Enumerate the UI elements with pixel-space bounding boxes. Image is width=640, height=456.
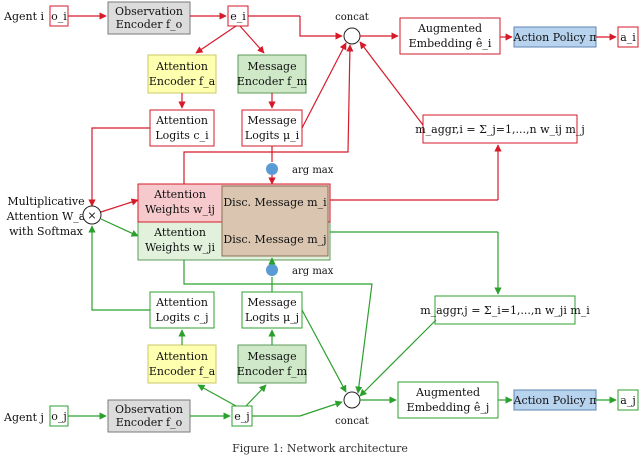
attention-label-line2: Attention W_a: [6, 210, 86, 223]
agent-j-msg-encoder-line1: Message: [247, 350, 296, 363]
agent-j-action-label: a_j: [620, 394, 635, 407]
arrow-ej-to-att-encoder: [197, 384, 237, 407]
agent-i-aug-embedding: [399, 17, 501, 55]
agent-j-aug-embedding: [397, 381, 499, 419]
agent-j-att-encoder: [147, 344, 217, 384]
weights-ji-line1: Attention: [153, 226, 206, 239]
agent-i-att-encoder-line1: Attention: [155, 60, 208, 73]
multiply-symbol: ×: [87, 209, 96, 222]
agent-i-concat-label: concat: [335, 12, 369, 23]
agent-j-att-encoder-line2: Encoder f_a: [149, 365, 216, 378]
agent-i-aug-embedding-line2: Embedding ê_i: [409, 37, 492, 50]
agent-i-argmax-label: arg max: [292, 165, 334, 176]
agent-i-embedding-label: e_i: [230, 10, 246, 23]
agent-i-att-encoder: [147, 54, 217, 94]
agent-j-argmax-dot: [266, 264, 278, 276]
agent-i-action-box: [617, 26, 639, 48]
agent-j-msg-logits-line2: Logits μ_j: [245, 311, 299, 324]
center-group: Multiplicative Attention W_a with Softma…: [6, 183, 331, 261]
arrow-ej-to-concat: [252, 400, 343, 417]
agent-j-obs-label: o_j: [51, 410, 67, 423]
weights-ji-line2: Weights w_ji: [145, 241, 215, 254]
attention-label-line1: Multiplicative: [7, 195, 84, 208]
agent-j-concat-label: concat: [335, 416, 369, 427]
agent-j-obs-encoder-line1: Observation: [115, 403, 183, 416]
agent-j-att-logits-line1: Attention: [155, 296, 208, 309]
agent-i-aggr-box: [422, 114, 578, 144]
agent-j-policy-label: Action Policy π: [513, 394, 597, 407]
agent-j-att-logits-line2: Logits c_j: [155, 311, 208, 324]
agent-i-label: Agent i: [3, 10, 44, 23]
figure-caption: Figure 1: Network architecture: [232, 442, 408, 455]
agent-i-obs-encoder-line2: Encoder f_o: [116, 18, 183, 31]
agent-i-att-logits-line2: Logits c_i: [155, 129, 209, 142]
agent-i-action-label: a_i: [620, 31, 636, 44]
agent-j-aggr-box: [434, 295, 576, 325]
arrow-multiply-to-weights-ji: [100, 218, 139, 237]
agent-j-label: Agent j: [3, 411, 44, 424]
attention-label-line3: with Softmax: [9, 225, 84, 238]
arrow-ei-to-att-encoder: [195, 25, 237, 54]
agent-i-att-encoder-line2: Encoder f_a: [149, 75, 216, 88]
agent-j-aug-embedding-line1: Augmented: [415, 386, 480, 399]
agent-j-obs-encoder: [107, 399, 191, 433]
agent-j-msg-encoder-line2: Encoder f_m: [237, 365, 308, 378]
agent-j-att-logits: [149, 291, 215, 329]
weights-ij-line2: Weights w_ij: [145, 203, 215, 216]
agent-j-att-encoder-line1: Attention: [155, 350, 208, 363]
agent-j-argmax-label: arg max: [292, 266, 334, 277]
agent-i-att-logits: [149, 109, 215, 147]
agent-j-concat-node: [343, 391, 361, 409]
agent-i-att-logits-line1: Attention: [155, 114, 208, 127]
agent-j-obs-encoder-line2: Encoder f_o: [116, 416, 183, 429]
agent-i-msg-logits: [241, 109, 303, 147]
arrow-weights-ji-to-concat: [183, 260, 373, 394]
disc-message-i: Disc. Message m_i: [223, 196, 327, 209]
agent-i-aug-embedding-line1: Augmented: [417, 22, 482, 35]
agent-i-obs-encoder: [107, 1, 191, 35]
disc-message-box: [221, 185, 329, 257]
agent-i-msg-logits-line2: Logits μ_i: [245, 129, 300, 142]
arrow-att-logits-to-multiply: [88, 127, 150, 207]
agent-j-arrows: [68, 218, 617, 420]
weights-ij-line1: Attention: [153, 188, 206, 201]
agent-j-msg-encoder: [237, 344, 307, 384]
arrow-multiply-to-weights-ij: [100, 198, 139, 213]
agent-i-arrows: [68, 12, 617, 213]
agent-j-msg-logits-line1: Message: [247, 296, 296, 309]
agent-i-aggr-label: m_aggr,i = Σ_j=1,...,n w_ij m_j: [415, 123, 585, 136]
arrow-aggr-j-to-concat: [359, 319, 437, 397]
agent-i-group: Agent i o_i Observation Encoder f_o e_i …: [3, 1, 639, 213]
arrow-ej-to-msg-encoder: [245, 384, 267, 407]
multiply-node: [82, 205, 102, 225]
arrow-msg-logits-to-concat: [301, 42, 347, 129]
agent-i-concat-node: [343, 27, 361, 45]
arrow-ei-to-concat-b: [299, 16, 343, 40]
disc-message-j: Disc. Message m_j: [223, 233, 326, 246]
arrow-ei-to-msg-encoder: [239, 25, 265, 54]
arrow-aggr-to-concat: [359, 41, 424, 126]
agent-i-msg-encoder-line2: Encoder f_m: [237, 75, 308, 88]
agent-i-msg-encoder-line1: Message: [247, 60, 296, 73]
agent-j-group: Agent j o_j Observation Encoder f_o e_j …: [3, 218, 639, 433]
agent-i-argmax-dot: [266, 163, 278, 175]
agent-i-obs-label: o_i: [51, 10, 67, 23]
agent-j-embedding-label: e_j: [234, 410, 249, 423]
agent-i-obs-encoder-line1: Observation: [115, 5, 183, 18]
agent-j-aggr-label: m_aggr,j = Σ_i=1,...,n w_ji m_i: [420, 304, 590, 317]
agent-i-msg-encoder: [237, 54, 307, 94]
arrow-msg-logits-j-to-concat: [301, 309, 347, 393]
agent-j-aug-embedding-line2: Embedding ê_j: [407, 401, 490, 414]
agent-j-action-box: [617, 389, 639, 411]
agent-i-msg-logits-line1: Message: [247, 114, 296, 127]
arrow-att-logits-j-to-multiply: [88, 225, 150, 311]
arrow-weights-ij-to-concat: [183, 44, 354, 184]
agent-i-policy-label: Action Policy π: [513, 31, 597, 44]
